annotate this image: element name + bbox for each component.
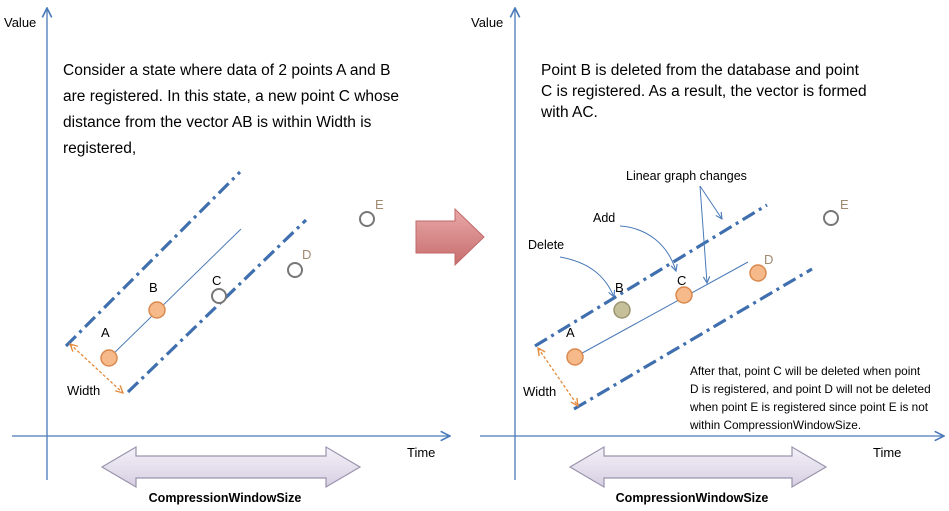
right-point-e-label: E (840, 197, 849, 212)
left-y-axis-label: Value (4, 15, 36, 30)
right-vector-line (574, 261, 749, 358)
left-window-label: CompressionWindowSize (149, 491, 302, 505)
left-window-arrow (100, 445, 362, 489)
right-description: Point B is deleted from the database and… (540, 62, 871, 121)
right-upper-band-line (534, 203, 768, 348)
right-point-a-label: A (566, 325, 575, 340)
delete-annotation-arrow (559, 256, 614, 297)
delete-label: Delete (528, 238, 564, 252)
left-description-line: distance from the vector AB is within Wi… (63, 114, 372, 131)
left-description: Consider a state where data of 2 points … (63, 62, 403, 157)
right-window-arrow (568, 445, 828, 489)
left-width-arrow (70, 344, 123, 393)
left-panel: Value Time Consider a state where data o… (4, 8, 450, 505)
linear-change-arrow-lower (699, 185, 707, 283)
right-point-e (823, 210, 839, 226)
right-point-b-deleted (613, 301, 631, 319)
right-point-b-label: B (615, 280, 624, 295)
right-note-line: within CompressionWindowSize. (689, 418, 861, 432)
right-y-axis-label: Value (471, 15, 503, 30)
right-arrow-icon (415, 207, 485, 267)
right-lower-band-line (573, 267, 813, 411)
left-width-label: Width (67, 383, 100, 398)
right-panel: Value Time Point B is deleted from the d… (471, 8, 944, 505)
left-point-b-label: B (149, 280, 158, 295)
right-width-label: Width (523, 384, 556, 399)
right-point-c (675, 286, 693, 304)
right-note-line: After that, point C will be deleted when… (690, 364, 921, 378)
right-note-line: D is registered, and point D will not be… (690, 382, 931, 396)
right-point-a (566, 348, 584, 366)
left-description-line: registered, (63, 140, 136, 157)
left-point-d (287, 262, 303, 278)
right-point-c-label: C (677, 273, 686, 288)
right-description-line: Point B is deleted from the database and… (541, 62, 860, 79)
right-width-arrow (538, 348, 578, 406)
left-point-d-label: D (302, 247, 311, 262)
left-point-a (100, 349, 118, 367)
add-label: Add (593, 211, 615, 225)
right-point-d-label: D (764, 252, 773, 267)
left-point-c (211, 288, 227, 304)
right-x-axis-label: Time (873, 445, 901, 460)
right-point-d (749, 264, 767, 282)
left-point-e-label: E (375, 197, 384, 212)
right-note-line: when point E is registered since point E… (689, 400, 929, 414)
right-window-label: CompressionWindowSize (616, 491, 769, 505)
left-point-c-label: C (212, 273, 221, 288)
left-upper-band-line (64, 170, 242, 348)
left-description-line: Consider a state where data of 2 points … (63, 62, 390, 79)
left-x-axis-label: Time (407, 445, 435, 460)
linear-change-arrow-upper (699, 185, 722, 219)
left-description-line: are registered. In this state, a new poi… (63, 88, 399, 105)
add-annotation-arrow (619, 225, 676, 271)
left-point-b (148, 301, 166, 319)
right-description-line: with AC. (540, 104, 598, 121)
right-note: After that, point C will be deleted when… (689, 364, 934, 432)
linear-graph-changes-label: Linear graph changes (626, 169, 747, 183)
right-description-line: C is registered. As a result, the vector… (541, 83, 867, 100)
left-point-e (359, 211, 375, 227)
left-point-a-label: A (101, 325, 110, 340)
left-vector-line (108, 228, 242, 359)
